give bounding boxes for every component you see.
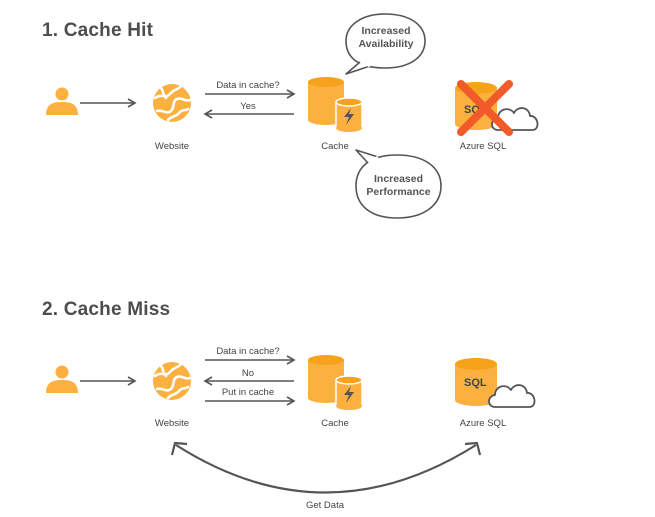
bubble-increased-availability <box>345 13 426 75</box>
bubble-top-line-1: Increased <box>361 25 411 37</box>
hit-website-label: Website <box>154 141 190 152</box>
hit-cache-label: Cache <box>321 141 349 152</box>
sql-badge-text: SQL <box>464 377 487 389</box>
cache-hit-title: 1. Cache Hit <box>42 20 154 41</box>
miss-sql-label: Azure SQL <box>459 418 507 429</box>
miss-user-icon <box>46 365 78 393</box>
hit-website-globe-icon <box>151 82 193 124</box>
miss-response-label: No <box>241 368 255 379</box>
miss-website-globe-icon <box>151 360 193 402</box>
miss-cache-database-icon <box>307 354 363 411</box>
hit-cache-database-icon <box>307 76 363 133</box>
miss-cache-label: Cache <box>321 418 349 429</box>
hit-response-label: Yes <box>240 101 256 112</box>
bubble-bottom-line-2: Performance <box>366 186 431 198</box>
get-data-arrowhead-right <box>464 441 482 456</box>
bubble-top-text: Increased Availability <box>346 25 426 51</box>
x-cross-icon <box>457 80 513 136</box>
hit-sql-label: Azure SQL <box>459 141 507 152</box>
cache-miss-title: 2. Cache Miss <box>42 299 171 320</box>
get-data-arrowhead-left <box>170 441 188 456</box>
bubble-increased-performance <box>355 149 442 219</box>
miss-website-label: Website <box>154 418 190 429</box>
bubble-bottom-text: Increased Performance <box>356 173 441 199</box>
miss-put-label: Put in cache <box>221 387 275 398</box>
get-data-curve <box>175 444 477 494</box>
bubble-bottom-line-1: Increased <box>373 173 424 185</box>
bubble-top-line-2: Availability <box>358 38 414 50</box>
hit-user-icon <box>46 87 78 115</box>
miss-request-label: Data in cache? <box>216 346 280 357</box>
get-data-label: Get Data <box>305 500 345 511</box>
hit-request-label: Data in cache? <box>216 80 280 91</box>
